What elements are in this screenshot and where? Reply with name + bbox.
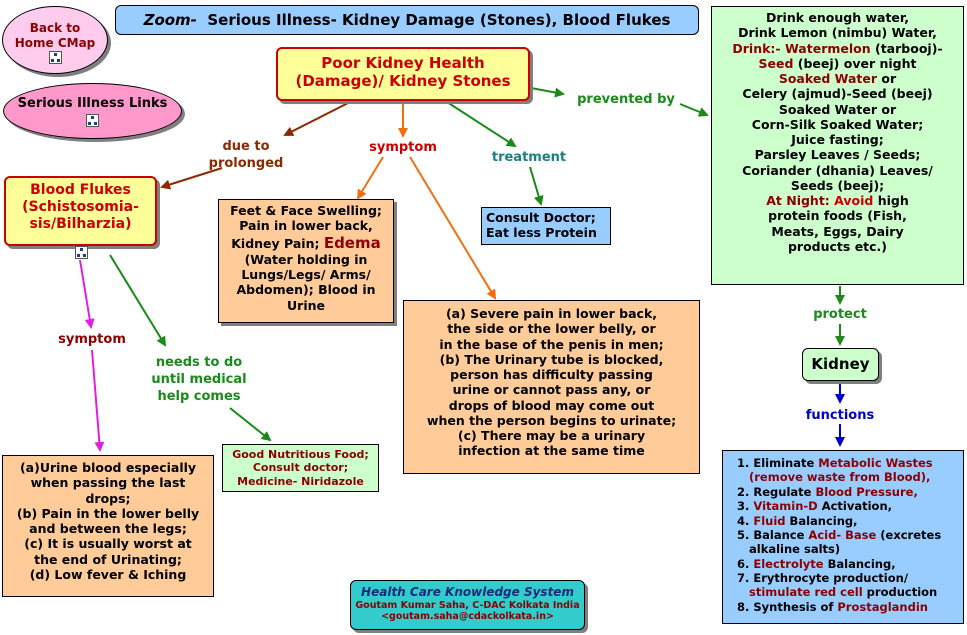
kidney-health-title-1: Poor Kidney Health	[321, 54, 485, 72]
node-prevention: Drink enough water, Drink Lemon (nimbu) …	[711, 6, 964, 285]
urine-blood-text: (a)Urine blood especially when passing t…	[16, 460, 200, 582]
arrow-dueto-to-flukes	[160, 167, 223, 190]
kidney-function-item: 6. Electrolyte Balancing,	[737, 556, 896, 571]
node-good-nutritious-food: Good Nutritious Food; Consult doctor; Me…	[222, 444, 379, 492]
back-to-home-label-1: Back to	[29, 21, 81, 35]
severe-pain-text: (a) Severe pain in lower back, the side …	[426, 306, 677, 459]
prevention-line: Soaked Water or	[778, 71, 897, 86]
node-blood-flukes: Blood Flukes (Schistosomia- sis/Bilharzi…	[4, 176, 157, 246]
prevention-line: Drink enough water,	[766, 10, 909, 25]
link-label-protect: protect	[813, 307, 867, 322]
arrow-kidney-to-dueto	[283, 101, 351, 136]
link-label-symptom-top: symptom	[369, 140, 437, 155]
prevention-line: Seeds (beej);	[790, 177, 885, 193]
arrow-kidney-to-treatment	[446, 101, 517, 148]
node-kidney: Kidney	[802, 348, 879, 381]
blood-flukes-title-3: sis/Bilharzia)	[29, 216, 132, 233]
prevention-line: Coriander (dhania) Leaves/	[742, 162, 933, 178]
node-symptoms-severe-pain: (a) Severe pain in lower back, the side …	[403, 300, 700, 474]
arrow-needs-to-food	[229, 407, 272, 442]
serious-illness-links-label: Serious Illness Links	[17, 96, 168, 111]
kidney-function-item: 5. Balance Acid- Base (excretes	[737, 527, 942, 542]
page-title: Serious Illness- Kidney Damage (Stones),…	[207, 11, 671, 29]
zoom-label: Zoom-	[143, 11, 197, 29]
kidney-function-item: (remove waste from Blood),	[749, 470, 931, 485]
kidney-function-item: 8. Synthesis of Prostaglandin	[737, 599, 928, 614]
cmap-link-icon[interactable]	[75, 246, 88, 259]
node-consult-doctor: Consult Doctor; Eat less Protein	[481, 207, 611, 245]
link-label-symptom-left: symptom	[58, 332, 126, 347]
good-food-text: Good Nutritious Food; Consult doctor; Me…	[232, 448, 369, 488]
symptoms-swelling-text-a: Feet & Face Swelling; Pain in lower back…	[230, 203, 382, 251]
link-label-due-to: due to prolonged	[208, 139, 284, 171]
consult-doctor-text: Consult Doctor; Eat less Protein	[486, 210, 597, 241]
node-kidney-functions: 1. Eliminate Metabolic Wastes(remove was…	[722, 450, 964, 624]
kidney-function-item: stimulate red cell production	[749, 585, 938, 600]
prevention-line: Soaked Water or	[778, 101, 897, 117]
prevention-line: products etc.)	[787, 238, 888, 254]
back-to-home-button[interactable]: Back to Home CMap	[2, 6, 108, 74]
kidney-function-item: 1. Eliminate Metabolic Wastes	[737, 456, 933, 470]
link-label-functions: functions	[805, 408, 875, 423]
functions-list: 1. Eliminate Metabolic Wastes(remove was…	[737, 456, 959, 614]
prevention-line: Corn-Silk Soaked Water;	[751, 116, 924, 132]
arrow-symptom-to-urine	[91, 349, 105, 452]
prevention-line: At Night: Avoid high	[766, 193, 909, 208]
back-to-home-label-2: Home CMap	[14, 35, 96, 50]
arrow-symptom-to-feet	[356, 156, 384, 200]
prevention-line: Meats, Eggs, Dairy	[771, 223, 904, 239]
arrow-flukes-to-symptom	[79, 259, 95, 329]
arrow-flukes-to-needs	[109, 254, 167, 347]
link-label-prevented-by: prevented by	[577, 92, 675, 107]
node-symptoms-urine-blood: (a)Urine blood especially when passing t…	[2, 455, 214, 597]
footer-title: Health Care Knowledge System	[361, 585, 574, 599]
prevention-line: Parsley Leaves / Seeds;	[754, 147, 921, 163]
kidney-function-item: 4. Fluid Balancing,	[737, 513, 858, 528]
symptoms-swelling-text-b: (Water holding in Lungs/Legs/ Arms/ Abdo…	[236, 251, 376, 313]
prevention-line: Celery (ajmud)-Seed (beej)	[742, 86, 933, 102]
arrow-prevented-to-box	[679, 103, 709, 117]
kidney-function-item: alkaline salts)	[749, 542, 841, 557]
kidney-function-item: 3. Vitamin-D Activation,	[737, 499, 893, 514]
kidney-function-item: 7. Erythrocyte production/	[737, 571, 909, 585]
blood-flukes-title-1: Blood Flukes	[30, 182, 131, 198]
arrow-symptom-to-severe	[409, 156, 497, 300]
arrow-kidney-to-prevented	[530, 87, 565, 98]
link-label-needs-to-do: needs to do until medical help comes	[151, 355, 247, 404]
page-title-banner: Zoom- Serious Illness- Kidney Damage (St…	[115, 5, 699, 35]
kidney-function-item: 2. Regulate Blood Pressure,	[737, 484, 918, 499]
prevention-line: Drink:- Watermelon (tarbooj)-	[732, 40, 943, 56]
cmap-link-icon[interactable]	[86, 113, 99, 127]
serious-illness-links-button[interactable]: Serious Illness Links	[3, 83, 182, 139]
blood-flukes-title-2: (Schistosomia-	[22, 199, 139, 216]
footer-email: <goutam.saha@cdackolkata.in>	[381, 611, 554, 623]
cmap-link-icon[interactable]	[48, 51, 62, 65]
arrow-treatment-to-consult	[529, 166, 544, 206]
prevention-line: Juice fasting;	[791, 132, 884, 147]
prevention-line: protein foods (Fish,	[768, 208, 907, 224]
prevention-line: Seed (beej) over night	[758, 55, 917, 71]
kidney-health-title-2: (Damage)/ Kidney Stones	[295, 72, 511, 91]
node-symptoms-swelling: Feet & Face Swelling; Pain in lower back…	[218, 199, 394, 323]
node-poor-kidney-health: Poor Kidney Health (Damage)/ Kidney Ston…	[276, 47, 530, 101]
footer-author: Goutam Kumar Saha, C-DAC Kolkata India	[355, 599, 580, 611]
edema-label: Edema	[323, 233, 381, 252]
kidney-label: Kidney	[811, 355, 870, 373]
footer-credit-box[interactable]: Health Care Knowledge System Goutam Kuma…	[350, 580, 585, 630]
prevention-line: Drink Lemon (nimbu) Water,	[738, 25, 937, 41]
link-label-treatment: treatment	[491, 150, 567, 165]
